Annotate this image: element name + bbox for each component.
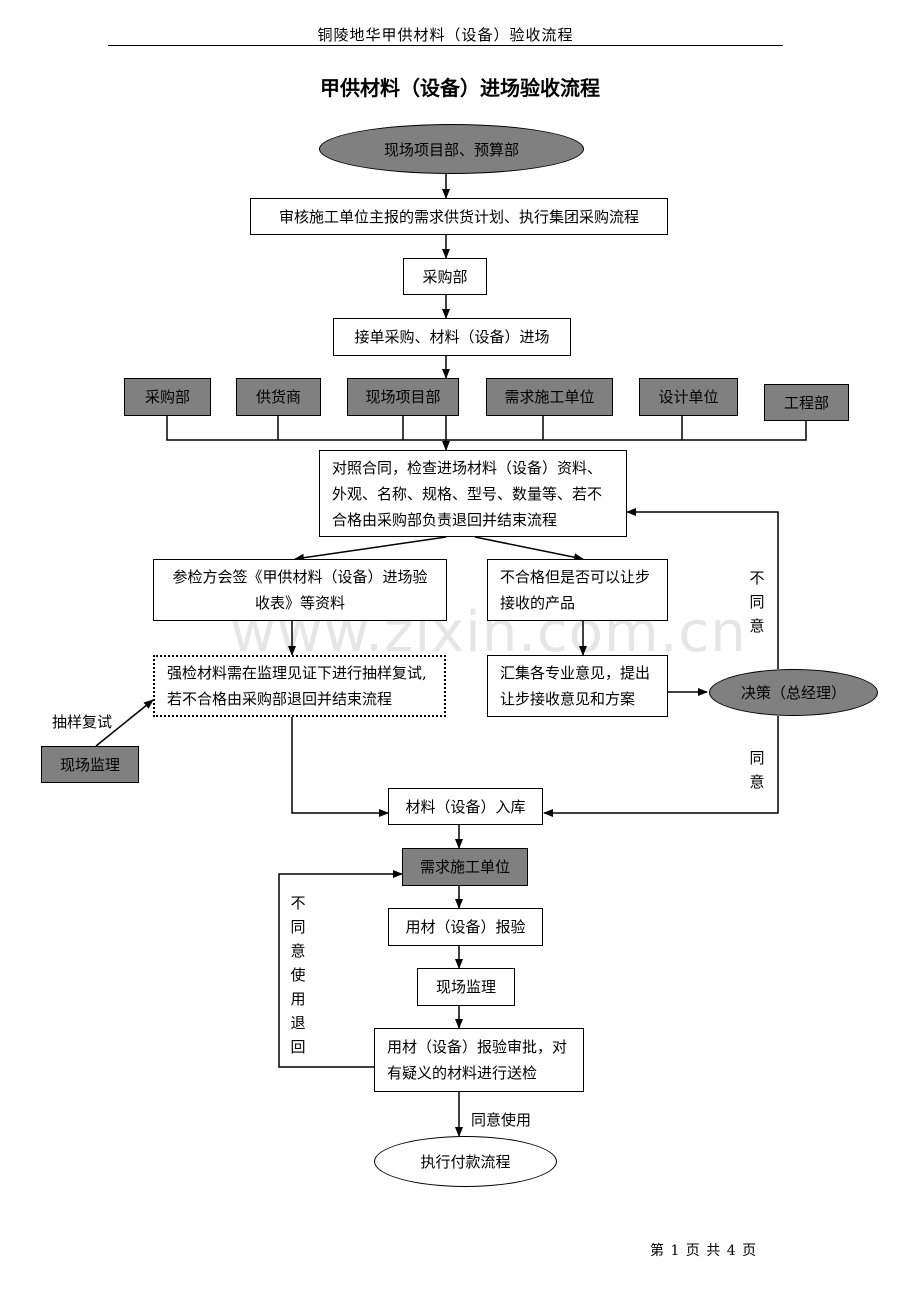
collect-opinions-box: 汇集各专业意见，提出让步接收意见和方案 — [487, 655, 668, 717]
disagree-return-label: 不同意使用退回 — [290, 894, 306, 1056]
arrow-approve-return — [278, 870, 403, 1068]
parties-collector — [166, 416, 807, 441]
site-supervisor-box: 现场监理 — [417, 968, 515, 1006]
order-arrival-box: 接单采购、材料（设备）进场 — [333, 318, 571, 356]
party-engineering: 工程部 — [764, 384, 849, 421]
arrow-decision-disagree — [626, 508, 779, 669]
decision-node: 决策（总经理） — [709, 669, 878, 716]
page-title: 甲供材料（设备）进场验收流程 — [320, 76, 600, 100]
party-purchasing: 采购部 — [124, 378, 211, 416]
check-contract-box: 对照合同，检查进场材料（设备）资料、外观、名称、规格、型号、数量等、若不合格由采… — [319, 450, 627, 537]
report-approval-box: 用材（设备）报验审批，对有疑义的材料进行送检 — [374, 1028, 584, 1092]
arrow-check-to-concession — [474, 536, 584, 562]
sign-acceptance-box: 参检方会签《甲供材料（设备）进场验收表》等资料 — [153, 559, 447, 621]
demand-contractor-box: 需求施工单位 — [402, 848, 528, 886]
arrow-sampling-to-warehouse — [291, 717, 389, 817]
arrow-check-to-sign — [294, 536, 447, 562]
agree-use-label: 同意使用 — [471, 1111, 532, 1129]
sampling-retest-label: 抽样复试 — [52, 713, 113, 731]
page-footer: 第 1 页 共 4 页 — [650, 1243, 758, 1259]
header-divider — [108, 45, 783, 46]
running-header: 铜陵地华甲供材料（设备）验收流程 — [317, 26, 574, 44]
warehouse-box: 材料（设备）入库 — [388, 788, 543, 825]
party-design: 设计单位 — [639, 378, 738, 416]
end-node: 执行付款流程 — [374, 1136, 557, 1187]
arrow-decision-agree — [543, 716, 779, 817]
start-node: 现场项目部、预算部 — [319, 124, 584, 174]
supervisor-box: 现场监理 — [41, 746, 139, 783]
party-site-project: 现场项目部 — [347, 378, 459, 416]
arrow-supervisor-to-sampling — [95, 699, 154, 747]
sampling-retest-box: 强检材料需在监理见证下进行抽样复试,若不合格由采购部退回并结束流程 — [153, 655, 446, 717]
material-report-box: 用材（设备）报验 — [388, 908, 543, 946]
purchasing-dept-box: 采购部 — [403, 258, 487, 295]
disagree-label: 不同意 — [749, 569, 765, 635]
review-plan-box: 审核施工单位主报的需求供货计划、执行集团采购流程 — [250, 198, 668, 235]
agree-label: 同意 — [749, 749, 765, 791]
party-supplier: 供货商 — [236, 378, 321, 416]
party-demand-contractor: 需求施工单位 — [486, 378, 613, 416]
concession-box: 不合格但是否可以让步接收的产品 — [487, 559, 668, 621]
